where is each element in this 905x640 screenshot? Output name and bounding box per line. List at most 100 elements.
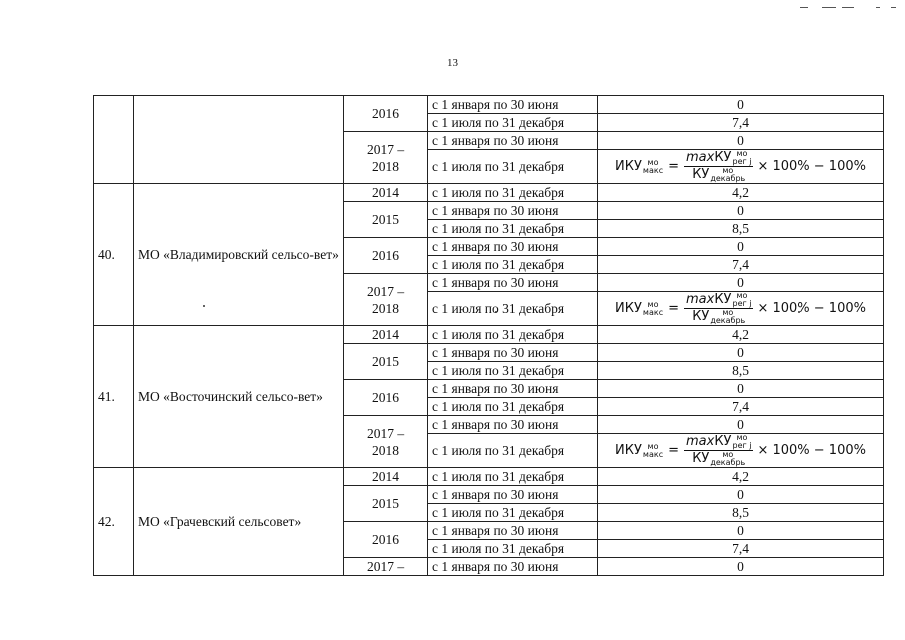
- formula-sup: мо: [736, 149, 748, 158]
- row-number-cell: 42.: [93, 467, 134, 576]
- formula-lhs-symbol: ИКУ: [615, 159, 642, 174]
- formula: ИКУ мо макс = max КУ мо рег j КУ мо дека…: [615, 149, 866, 183]
- value-cell: 8,5: [597, 219, 884, 238]
- year-end: 2018: [372, 300, 399, 316]
- period-cell: с 1 июля по 31 декабря: [427, 397, 598, 416]
- table-row: с 1 июля по 31 декабря ИКУ мо макс = max…: [94, 149, 884, 184]
- formula-num-symbol: КУ: [714, 434, 732, 450]
- value-cell: 7,4: [597, 539, 884, 558]
- period-cell: с 1 января по 30 июня: [427, 521, 598, 540]
- scan-dot: [203, 305, 205, 307]
- formula-cell: ИКУ мо макс = max КУ мо рег j КУ мо дека…: [597, 149, 884, 184]
- period-cell: с 1 июля по 31 декабря: [427, 113, 598, 132]
- period-cell: с 1 июля по 31 декабря: [427, 539, 598, 558]
- formula-sup: мо: [647, 157, 659, 167]
- formula-equals: =: [668, 443, 679, 458]
- formula-max: max: [686, 292, 715, 308]
- year-start: 2017 –: [366, 141, 405, 157]
- scan-mark: [842, 7, 854, 8]
- formula-sub: макс: [642, 307, 664, 317]
- formula-lhs-indices: мо макс: [642, 442, 664, 459]
- formula-den-symbol: КУ: [692, 167, 710, 182]
- table-row: 2017 –2018 с 1 января по 30 июня 0: [94, 273, 884, 326]
- table-row: 2017 – с 1 января по 30 июня 0: [94, 557, 884, 576]
- table-row: 42. МО «Грачевский сельсовет» 2014 с 1 и…: [93, 467, 884, 576]
- municipality-name-cell: [133, 95, 344, 184]
- period-cell: с 1 января по 30 июня: [427, 415, 598, 434]
- year-cell: 2014: [343, 183, 428, 202]
- value-cell: 0: [597, 131, 884, 150]
- year-cell: 2015: [343, 201, 428, 238]
- scan-mark: [876, 7, 880, 8]
- municipality-name-cell: МО «Владимировский сельсо-вет»: [133, 183, 344, 326]
- formula-den-symbol: КУ: [692, 309, 710, 324]
- row-number-cell: 41.: [93, 325, 134, 468]
- year-cell: 2014: [343, 467, 428, 486]
- formula-lhs: ИКУ мо макс: [615, 157, 663, 175]
- period-cell: с 1 января по 30 июня: [427, 485, 598, 504]
- year-cell: 2016: [343, 95, 428, 132]
- formula-sub: декабрь: [710, 316, 746, 325]
- formula-sub: рег j: [732, 441, 752, 450]
- formula-sub: рег j: [732, 299, 752, 308]
- table-row: с 1 июля по 31 декабря ИКУ мо макс = max…: [94, 291, 884, 326]
- formula-denominator: КУ мо декабрь: [690, 309, 747, 325]
- period-cell: с 1 июля по 31 декабря: [427, 291, 598, 326]
- value-cell: 0: [597, 237, 884, 256]
- formula-max: max: [686, 434, 715, 450]
- formula: ИКУ мо макс = max КУ мо рег j КУ мо дека…: [615, 434, 866, 467]
- year-end: 2018: [372, 158, 399, 174]
- value-cell: 7,4: [597, 397, 884, 416]
- value-cell: 4,2: [597, 325, 884, 344]
- value-cell: 4,2: [597, 183, 884, 202]
- table-row: с 1 июля по 31 декабря ИКУ мо макс = max…: [94, 433, 884, 468]
- period-cell: с 1 июля по 31 декабря: [427, 149, 598, 184]
- formula-lhs-indices: мо макс: [642, 300, 664, 317]
- table-row: 2016 с 1 января по 30 июня 0: [94, 237, 884, 274]
- year-end: 2018: [372, 442, 399, 458]
- formula-num-symbol: КУ: [714, 292, 732, 308]
- formula-sup: мо: [722, 166, 734, 175]
- formula-num-symbol: КУ: [714, 150, 732, 166]
- formula-den-indices: мо декабрь: [710, 167, 745, 183]
- year-cell: 2016: [343, 379, 428, 416]
- formula-sub: рег j: [732, 157, 752, 166]
- period-cell: с 1 июля по 31 декабря: [427, 219, 598, 238]
- formula-sub: макс: [642, 449, 664, 459]
- year-cell: 2017 –2018: [343, 273, 428, 326]
- period-cell: с 1 июля по 31 декабря: [427, 325, 598, 344]
- period-cell: с 1 января по 30 июня: [427, 557, 598, 576]
- formula-sub: декабрь: [710, 458, 746, 467]
- year-cell: 2016: [343, 521, 428, 558]
- value-cell: 7,4: [597, 113, 884, 132]
- formula-den-indices: мо декабрь: [710, 309, 745, 325]
- table-row: с 1 июля по 31 декабря 8,5: [94, 361, 884, 380]
- formula-fraction: max КУ мо рег j КУ мо декабрь: [684, 292, 754, 325]
- formula-equals: =: [668, 301, 679, 316]
- formula-fraction: max КУ мо рег j КУ мо декабрь: [684, 434, 754, 467]
- period-cell: с 1 января по 30 июня: [427, 95, 598, 114]
- year-cell: 2015: [343, 485, 428, 522]
- table-row: 2015 с 1 января по 30 июня 0: [94, 201, 884, 238]
- formula-cell: ИКУ мо макс = max КУ мо рег j КУ мо дека…: [597, 433, 884, 468]
- period-cell: с 1 июля по 31 декабря: [427, 467, 598, 486]
- value-cell: 0: [597, 343, 884, 362]
- period-cell: с 1 июля по 31 декабря: [427, 255, 598, 274]
- formula-numerator: max КУ мо рег j: [684, 434, 754, 451]
- period-cell: с 1 июля по 31 декабря: [427, 503, 598, 522]
- table-row: 2016 с 1 января по 30 июня 0: [94, 379, 884, 416]
- value-cell: 0: [597, 521, 884, 540]
- value-cell: 0: [597, 95, 884, 114]
- year-cell: 2016: [343, 237, 428, 274]
- formula-lhs-indices: мо макс: [643, 157, 663, 175]
- formula-denominator: КУ мо декабрь: [690, 451, 747, 467]
- formula-lhs-symbol: ИКУ: [615, 301, 642, 316]
- table-row: 2016 с 1 января по 30 июня 0: [94, 521, 884, 558]
- formula-sup: мо: [722, 450, 734, 459]
- value-cell: 0: [597, 485, 884, 504]
- year-start: 2017 –: [366, 425, 405, 441]
- year-cell: 2015: [343, 343, 428, 380]
- formula-numerator: max КУ мо рег j: [684, 292, 754, 309]
- table-row: 40. МО «Владимировский сельсо-вет» 2014 …: [93, 183, 884, 326]
- period-cell: с 1 января по 30 июня: [427, 201, 598, 220]
